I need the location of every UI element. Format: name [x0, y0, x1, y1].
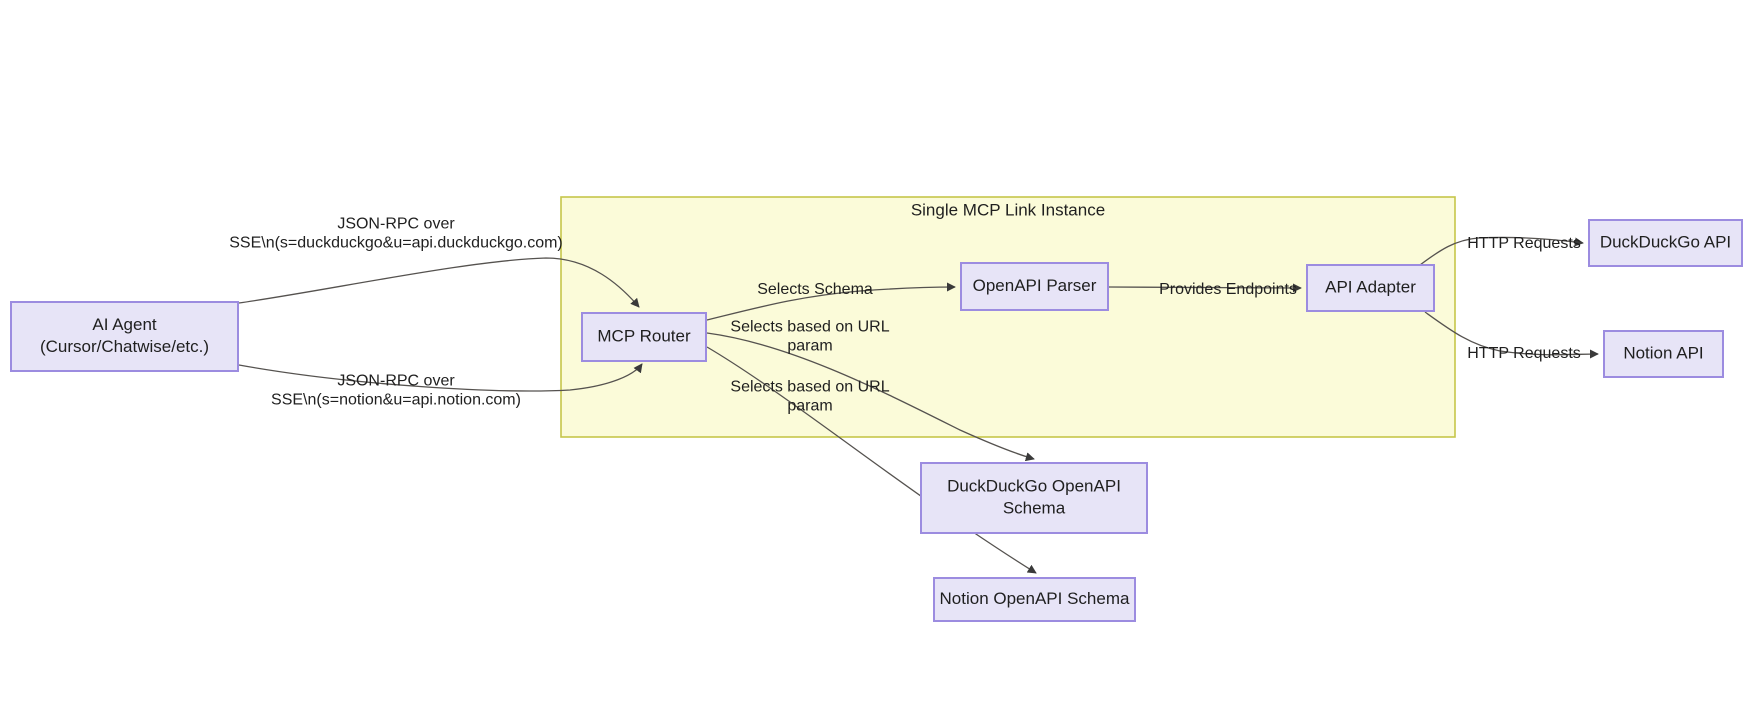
edge-agent-to-router-notion: [238, 363, 643, 392]
edge-adapter-to-notion-api: [1424, 311, 1599, 359]
edge-label-line: Selects based on URL: [730, 379, 889, 396]
edge-label-line: HTTP Requests: [1467, 235, 1581, 252]
node-label-openapi-parser: OpenAPI Parser: [973, 276, 1097, 295]
node-label-notion-openapi-schema: Notion OpenAPI Schema: [940, 589, 1130, 608]
edge-label-adapter-to-notion-api: HTTP Requests: [1467, 345, 1581, 362]
group-title: Single MCP Link Instance: [911, 200, 1105, 219]
node-openapi-parser[interactable]: OpenAPI Parser: [960, 262, 1109, 311]
edge-label-line: SSE\n(s=duckduckgo&u=api.duckduckgo.com): [229, 235, 563, 252]
node-label-duckduckgo-openapi-schema: DuckDuckGo OpenAPI: [947, 476, 1121, 495]
node-rect-ai-agent[interactable]: [10, 301, 239, 372]
edge-label-parser-to-adapter: Provides Endpoints: [1159, 281, 1297, 298]
edge-label-line: HTTP Requests: [1467, 345, 1581, 362]
node-duckduckgo-openapi-schema[interactable]: DuckDuckGo OpenAPI Schema: [920, 462, 1148, 534]
edge-label-line: Selects based on URL: [730, 319, 889, 336]
node-label-notion-api: Notion API: [1623, 343, 1703, 362]
group-single-mcp-link-instance: Single MCP Link Instance: [560, 196, 1456, 438]
edge-label-line: param: [787, 398, 832, 415]
edge-label-agent-to-router-notion: JSON-RPC overSSE\n(s=notion&u=api.notion…: [271, 373, 521, 409]
node-notion-openapi-schema[interactable]: Notion OpenAPI Schema: [933, 577, 1136, 622]
node-rect-duckduckgo-api[interactable]: [1588, 219, 1743, 267]
node-notion-api[interactable]: Notion API: [1603, 330, 1724, 378]
node-rect-mcp-router[interactable]: [581, 312, 707, 362]
node-api-adapter[interactable]: API Adapter: [1306, 264, 1435, 312]
node-label-mcp-router: MCP Router: [597, 326, 691, 345]
edge-label-line: JSON-RPC over: [337, 216, 455, 233]
edge-agent-to-router-duckduckgo: [238, 257, 640, 308]
edge-router-to-duckduckgo-schema: [706, 332, 1035, 462]
nodes-layer: AI Agent (Cursor/Chatwise/etc.) MCP Router…: [10, 219, 1743, 622]
edge-router-to-notion-schema: [706, 346, 1037, 574]
node-rect-notion-api[interactable]: [1603, 330, 1724, 378]
edge-label-router-to-duckduckgo-schema: Selects based on URL param: [730, 319, 889, 355]
node-ai-agent[interactable]: AI Agent (Cursor/Chatwise/etc.): [10, 301, 239, 372]
edge-label-line: param: [787, 338, 832, 355]
group-rect: [560, 196, 1456, 438]
node-rect-api-adapter[interactable]: [1306, 264, 1435, 312]
edge-label-line: SSE\n(s=notion&u=api.notion.com): [271, 392, 521, 409]
edge-router-to-parser: [706, 282, 956, 321]
edge-label-line: Selects Schema: [757, 281, 873, 298]
edge-parser-to-adapter: [1108, 283, 1302, 293]
node-label-api-adapter: API Adapter: [1325, 277, 1416, 296]
edge-label-line: Provides Endpoints: [1159, 281, 1297, 298]
node-rect-duckduckgo-openapi-schema[interactable]: [920, 462, 1148, 534]
node-label-duckduckgo-api: DuckDuckGo API: [1600, 232, 1731, 251]
node-mcp-router[interactable]: MCP Router: [581, 312, 707, 362]
node-rect-notion-openapi-schema[interactable]: [933, 577, 1136, 622]
edge-label-router-to-notion-schema: Selects based on URL param: [730, 379, 889, 415]
node-label-duckduckgo-openapi-schema: Schema: [1003, 498, 1066, 517]
node-label-ai-agent: AI Agent: [92, 315, 157, 334]
edge-label-line: JSON-RPC over: [337, 373, 455, 390]
edge-label-agent-to-router-duckduckgo: JSON-RPC overSSE\n(s=duckduckgo&u=api.du…: [229, 216, 563, 252]
node-rect-openapi-parser[interactable]: [960, 262, 1109, 311]
edges-layer: [238, 236, 1599, 574]
node-duckduckgo-api[interactable]: DuckDuckGo API: [1588, 219, 1743, 267]
edge-label-router-to-parser: Selects Schema: [757, 281, 873, 298]
edge-label-adapter-to-duckduckgo-api: HTTP Requests: [1467, 235, 1581, 252]
node-label-ai-agent: (Cursor/Chatwise/etc.): [40, 337, 209, 356]
edge-labels-layer: JSON-RPC overSSE\n(s=duckduckgo&u=api.du…: [229, 216, 1581, 415]
edge-adapter-to-duckduckgo-api: [1419, 236, 1584, 266]
